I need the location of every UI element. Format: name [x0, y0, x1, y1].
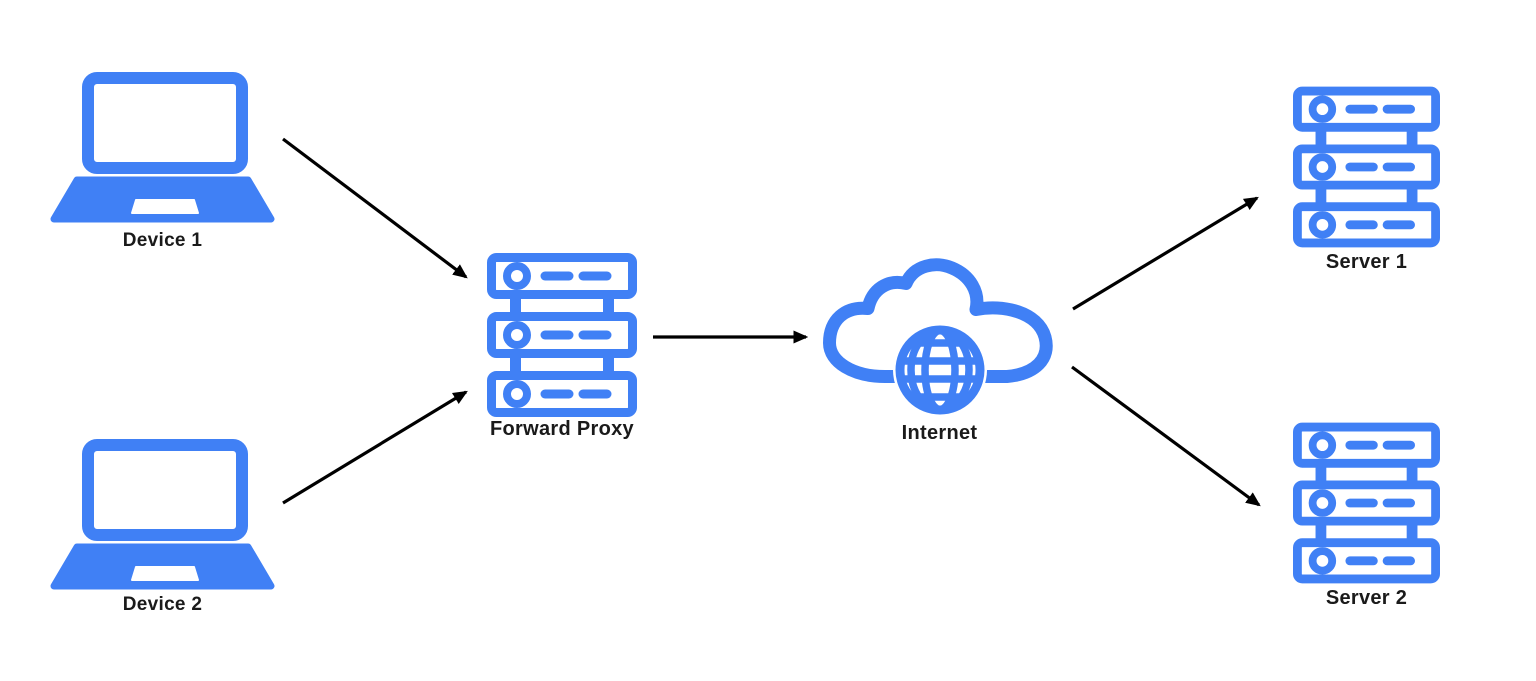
node-label-device-1: Device 1: [122, 230, 203, 251]
node-server-1: Server 1: [1293, 85, 1440, 273]
node-forward-proxy: Forward Proxy: [487, 253, 637, 440]
server-stack-icon: [1293, 422, 1440, 584]
cloud-globe-icon: [823, 258, 1053, 417]
globe-icon: [895, 325, 985, 415]
node-device-2: Device 2: [50, 439, 275, 615]
edge-device1-to-proxy: [282, 137, 468, 279]
server-stack-icon: [1293, 86, 1440, 248]
edge-device2-to-proxy: [282, 390, 468, 505]
node-label-device-2: Device 2: [122, 594, 203, 615]
edge-internet-to-server1: [1072, 196, 1259, 311]
laptop-icon: [50, 72, 275, 223]
server-stack-icon: [487, 253, 637, 417]
edge-internet-to-server2: [1071, 365, 1261, 507]
node-label-server-2: Server 2: [1325, 587, 1408, 609]
node-internet: Internet: [823, 258, 1056, 444]
node-device-1: Device 1: [50, 72, 275, 251]
node-label-server-1: Server 1: [1325, 251, 1408, 273]
node-server-2: Server 2: [1293, 421, 1440, 609]
laptop-icon: [50, 439, 275, 590]
node-label-forward-proxy: Forward Proxy: [490, 418, 634, 440]
node-label-internet: Internet: [901, 422, 978, 444]
